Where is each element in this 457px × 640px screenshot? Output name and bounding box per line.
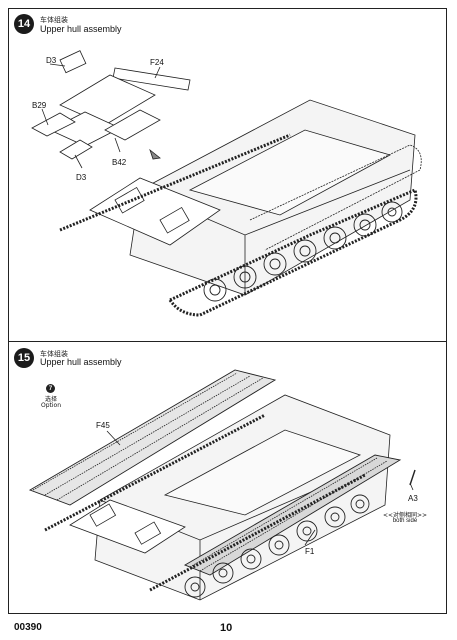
- option-badge: 7: [46, 384, 55, 393]
- part-label-d3-top: D3: [46, 56, 57, 65]
- step-15-title-en: Upper hull assembly: [40, 357, 122, 367]
- step-15-illustration: [28, 369, 416, 601]
- step-14-illustration: [31, 50, 422, 317]
- page-frame: [8, 8, 447, 614]
- step-15-title-cn: 车体组装: [40, 350, 68, 358]
- page-number: 10: [220, 622, 233, 634]
- step-15-number: 15: [17, 352, 31, 364]
- part-label-a3: A3: [408, 494, 418, 503]
- option-number: 7: [48, 385, 53, 392]
- product-code: 00390: [14, 622, 42, 633]
- part-label-d3-bottom: D3: [76, 173, 87, 182]
- step-15-badge: 15: [14, 348, 34, 368]
- step-divider: [8, 341, 447, 342]
- both-side-note-en: both side: [392, 518, 418, 524]
- part-label-b29: B29: [32, 101, 47, 110]
- part-label-f24: F24: [150, 58, 164, 67]
- option-label-cn: 选择: [44, 396, 57, 403]
- part-label-f1: F1: [305, 547, 315, 556]
- step-14-number: 14: [17, 18, 31, 30]
- option-label-en: Option: [40, 402, 62, 409]
- step-14-badge: 14: [14, 14, 34, 34]
- step-14-title-en: Upper hull assembly: [40, 24, 122, 34]
- part-label-f45: F45: [96, 421, 110, 430]
- part-label-b42: B42: [112, 158, 127, 167]
- both-side-note-cn: <<对侧相同>>: [382, 512, 428, 519]
- step-14-title-cn: 车体组装: [40, 16, 68, 24]
